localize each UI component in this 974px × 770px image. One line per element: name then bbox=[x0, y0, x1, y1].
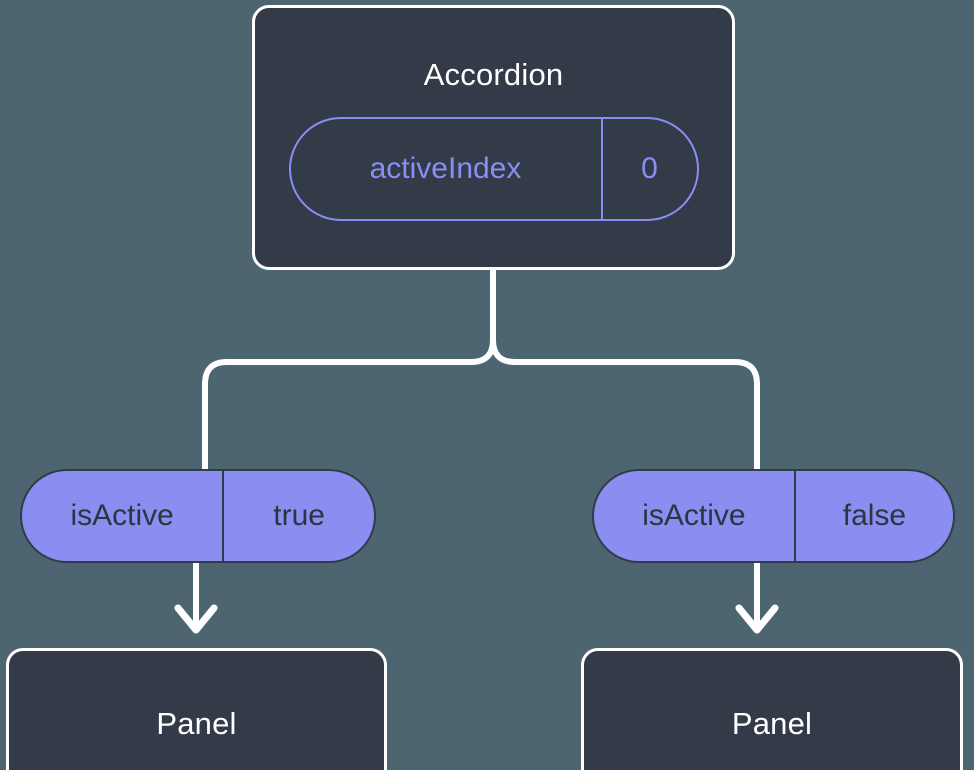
node-accordion-title: Accordion bbox=[423, 57, 564, 92]
node-panel-right-title: Panel bbox=[731, 705, 813, 741]
node-accordion[interactable]: Accordion activeIndex 0 bbox=[252, 5, 735, 270]
state-pill-activeindex-key: activeIndex bbox=[369, 152, 522, 185]
arrow-head-left bbox=[174, 604, 218, 634]
arrow-head-right bbox=[735, 604, 779, 634]
connector-root-to-branches bbox=[202, 267, 496, 483]
prop-pill-isactive-right-key: isActive bbox=[642, 499, 746, 532]
prop-pill-isactive-right-value: false bbox=[793, 471, 953, 561]
prop-pill-isactive-left[interactable]: isActive true bbox=[20, 469, 376, 563]
node-panel-right[interactable]: Panel bbox=[581, 648, 963, 770]
prop-pill-isactive-left-key: isActive bbox=[70, 499, 174, 532]
state-pill-activeindex[interactable]: activeIndex 0 bbox=[288, 117, 699, 221]
prop-pill-isactive-right[interactable]: isActive false bbox=[592, 469, 955, 563]
connector-root-to-branch-right bbox=[490, 337, 760, 483]
node-panel-left-title: Panel bbox=[156, 705, 237, 741]
state-pill-activeindex-value: 0 bbox=[600, 119, 697, 219]
node-panel-left[interactable]: Panel bbox=[6, 648, 387, 770]
prop-pill-isactive-left-value: true bbox=[222, 471, 374, 561]
